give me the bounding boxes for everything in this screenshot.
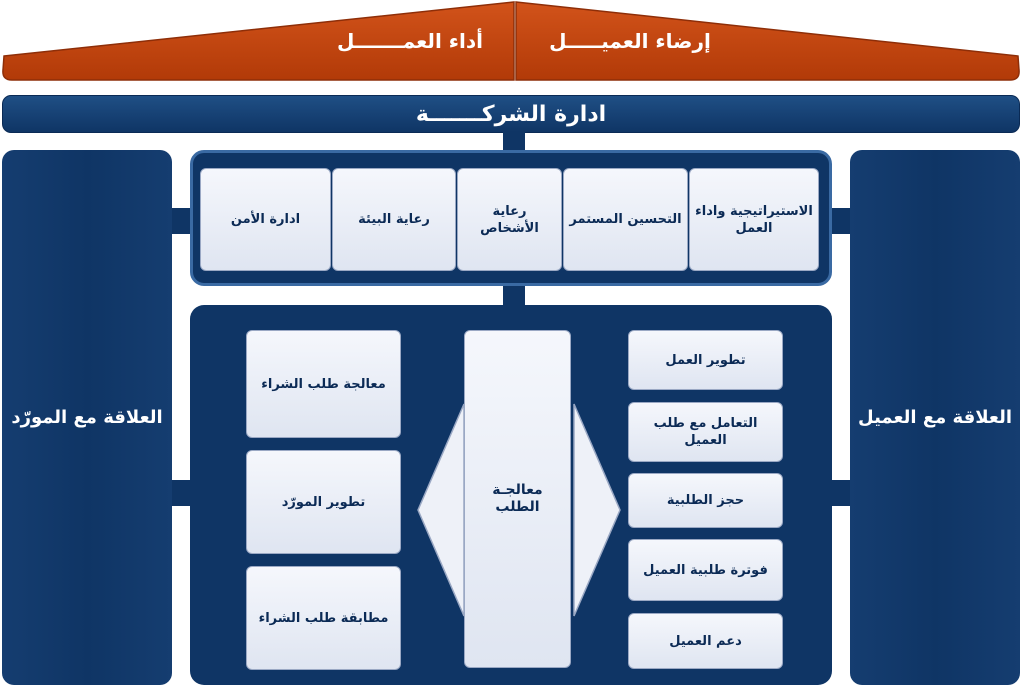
people-care-box: رعاية الأشخاص — [457, 168, 562, 271]
roof-right-title: إرضاء العميـــــل — [549, 29, 711, 53]
security-management-box: ادارة الأمن — [200, 168, 331, 271]
customer-order-handling-box: التعامل مع طلب العميل — [628, 402, 783, 462]
connector-top-bottom-panel — [503, 286, 525, 308]
customer-support-box: دعم العميل — [628, 613, 783, 669]
company-management-banner: ادارة الشركـــــــة — [2, 95, 1020, 133]
connector-banner-top-panel — [503, 132, 525, 152]
order-booking-box: حجز الطلبية — [628, 473, 783, 528]
customer-relationship-label: العلاقة مع العميل — [858, 407, 1013, 428]
roof — [2, 1, 1020, 81]
arrow-right-shape — [573, 403, 621, 617]
supplier-relationship-label: العلاقة مع المورّد — [11, 407, 163, 428]
environment-care-box: رعاية البيئة — [332, 168, 456, 271]
order-processing-box: معالجـة الطلب — [464, 330, 571, 668]
connector-left-top — [169, 208, 194, 234]
business-development-box: تطوير العمل — [628, 330, 783, 390]
connector-left-bottom — [169, 480, 194, 506]
arrow-left-shape — [417, 403, 465, 617]
supplier-relationship-pillar: العلاقة مع المورّد — [2, 150, 172, 685]
supplier-development-box: تطوير المورّد — [246, 450, 401, 554]
customer-invoicing-box: فوترة طلبية العميل — [628, 539, 783, 601]
roof-left-title: أداء العمـــــــل — [337, 29, 483, 53]
customer-relationship-pillar: العلاقة مع العميل — [850, 150, 1020, 685]
strategy-performance-box: الاستيراتيجية واداء العمل — [689, 168, 819, 271]
purchase-order-matching-box: مطابقة طلب الشراء — [246, 566, 401, 670]
purchase-order-processing-box: معالجة طلب الشراء — [246, 330, 401, 438]
continuous-improvement-box: التحسين المستمر — [563, 168, 688, 271]
